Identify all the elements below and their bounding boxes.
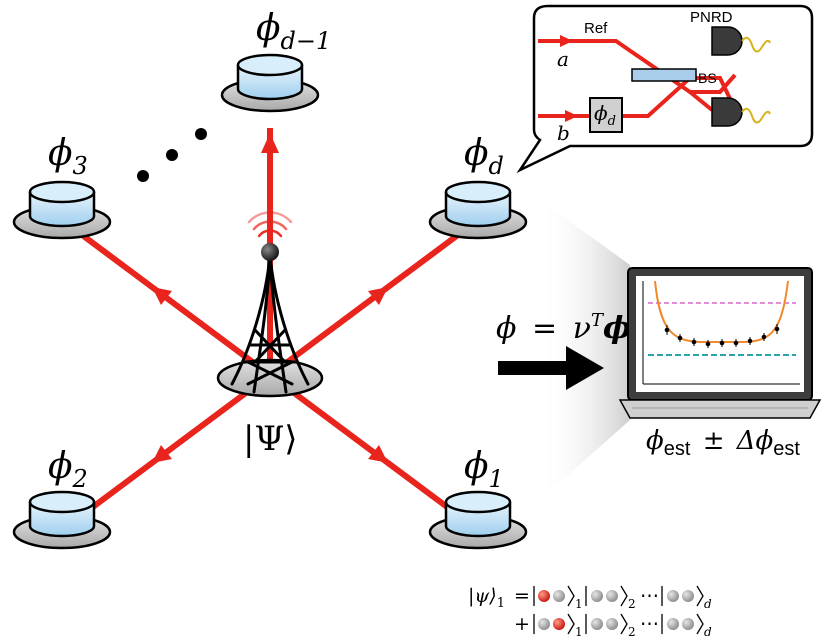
label-phi-3: ϕ3 xyxy=(48,133,88,180)
state-plus: + xyxy=(514,613,530,635)
ket-d-line1: d xyxy=(661,585,712,611)
label-phi-2: ϕ2 xyxy=(48,446,88,493)
node-left xyxy=(12,180,112,240)
inset-phase-label: ϕd xyxy=(594,101,616,129)
plot-points xyxy=(664,324,780,348)
node-bottom-left xyxy=(12,490,112,550)
laptop-display xyxy=(636,276,804,392)
arrow-upleft-icon xyxy=(152,287,172,305)
ellipsis-dots xyxy=(137,128,207,182)
state-expression: |ψ⟩1 = 1 2 ⋯ d + xyxy=(468,585,712,639)
estimate-label: ϕest ± Δϕest xyxy=(646,426,800,462)
svg-text:2: 2 xyxy=(628,597,636,611)
svg-text:⋯: ⋯ xyxy=(640,585,659,607)
source-plate xyxy=(216,358,324,398)
source-tower xyxy=(216,211,324,398)
node-bottom-right xyxy=(428,490,528,550)
label-source-state: |Ψ⟩ xyxy=(243,419,298,459)
right-arrow-icon xyxy=(498,346,604,390)
estimator-equation: ϕ = νTϕ xyxy=(496,310,631,346)
arrow-downleft-icon xyxy=(152,445,172,463)
label-phi-d-minus-1: ϕd−1 xyxy=(256,8,331,55)
phase-shifter-box xyxy=(589,97,623,133)
arrow-b-icon xyxy=(565,110,578,122)
svg-text:d: d xyxy=(704,625,712,639)
beam-splitter xyxy=(631,68,697,82)
signal-waves-icon xyxy=(247,211,293,238)
svg-text:2: 2 xyxy=(628,625,636,639)
projection-shadow xyxy=(540,200,630,500)
antenna-ball xyxy=(261,243,279,261)
svg-text:d: d xyxy=(704,597,712,611)
inset-mode-a: a xyxy=(557,47,569,71)
inset-ref-label: Ref xyxy=(584,20,608,37)
laptop-base xyxy=(618,399,822,419)
node-top xyxy=(220,53,320,113)
label-phi-d: ϕd xyxy=(464,133,504,180)
ket-2-line1: 2 xyxy=(585,585,636,611)
inset-bubble: Ref PNRD BS a b ϕd xyxy=(516,4,814,174)
detector-bottom-icon xyxy=(711,97,743,127)
arrow-up-icon xyxy=(261,133,279,153)
svg-text:⋯: ⋯ xyxy=(640,613,659,635)
inset-pnrd-label: PNRD xyxy=(690,9,733,26)
svg-text:1: 1 xyxy=(575,625,583,639)
beams xyxy=(60,128,480,533)
arrow-downright-icon xyxy=(368,445,388,463)
svg-text:1: 1 xyxy=(575,597,583,611)
state-lhs: |ψ⟩1 xyxy=(468,585,505,611)
beam-arrowheads xyxy=(152,133,388,463)
ket-1-line1: 1 xyxy=(533,585,583,611)
laptop xyxy=(618,267,822,419)
inset-mode-b: b xyxy=(557,121,570,145)
label-phi-1: ϕ1 xyxy=(464,446,504,493)
arrow-a-icon xyxy=(560,35,573,47)
inset-bs-label: BS xyxy=(698,70,717,86)
ket-d-line2: d xyxy=(661,613,712,639)
arrow-upright-icon xyxy=(368,287,388,305)
node-right xyxy=(428,180,528,240)
screen-plot xyxy=(642,280,800,385)
ket-2-line2: 2 xyxy=(585,613,636,639)
detector-top-icon xyxy=(711,26,743,56)
tower-icon xyxy=(230,253,310,394)
ket-1-line2: 1 xyxy=(533,613,583,639)
state-eq: = xyxy=(514,585,530,607)
